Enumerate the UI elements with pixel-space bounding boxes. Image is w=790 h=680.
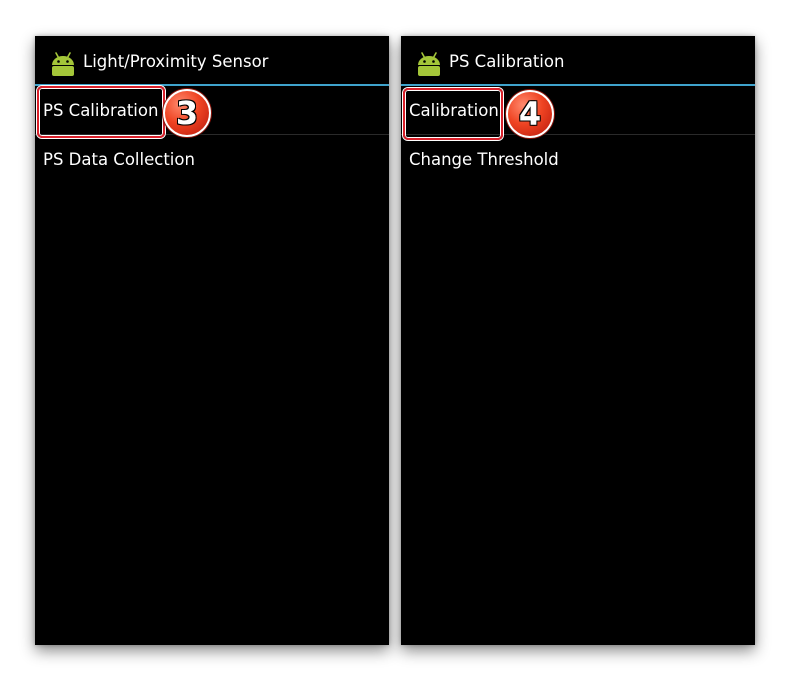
list-item-calibration[interactable]: Calibration: [401, 87, 755, 135]
android-icon: [52, 52, 74, 76]
list-item-label: PS Data Collection: [43, 150, 195, 169]
page-title: Light/Proximity Sensor: [83, 52, 269, 71]
list-item-label: Change Threshold: [409, 150, 559, 169]
step-badge: 4: [506, 90, 554, 138]
action-bar: Light/Proximity Sensor: [35, 36, 389, 86]
list-item-ps-calibration[interactable]: PS Calibration: [35, 87, 389, 135]
step-badge: 3: [163, 89, 211, 137]
highlight-box-ps-calibration: [37, 86, 165, 138]
action-bar: PS Calibration: [401, 36, 755, 86]
list-item-change-threshold[interactable]: Change Threshold: [401, 136, 755, 184]
phone-screen-ps-calibration: PS Calibration Calibration Change Thresh…: [401, 36, 755, 645]
highlight-box-calibration: [403, 88, 503, 140]
list-item-label: PS Calibration: [43, 101, 159, 120]
android-icon: [418, 52, 440, 76]
page-title: PS Calibration: [449, 52, 565, 71]
list-item-label: Calibration: [409, 101, 499, 120]
list-item-ps-data-collection[interactable]: PS Data Collection: [35, 136, 389, 184]
